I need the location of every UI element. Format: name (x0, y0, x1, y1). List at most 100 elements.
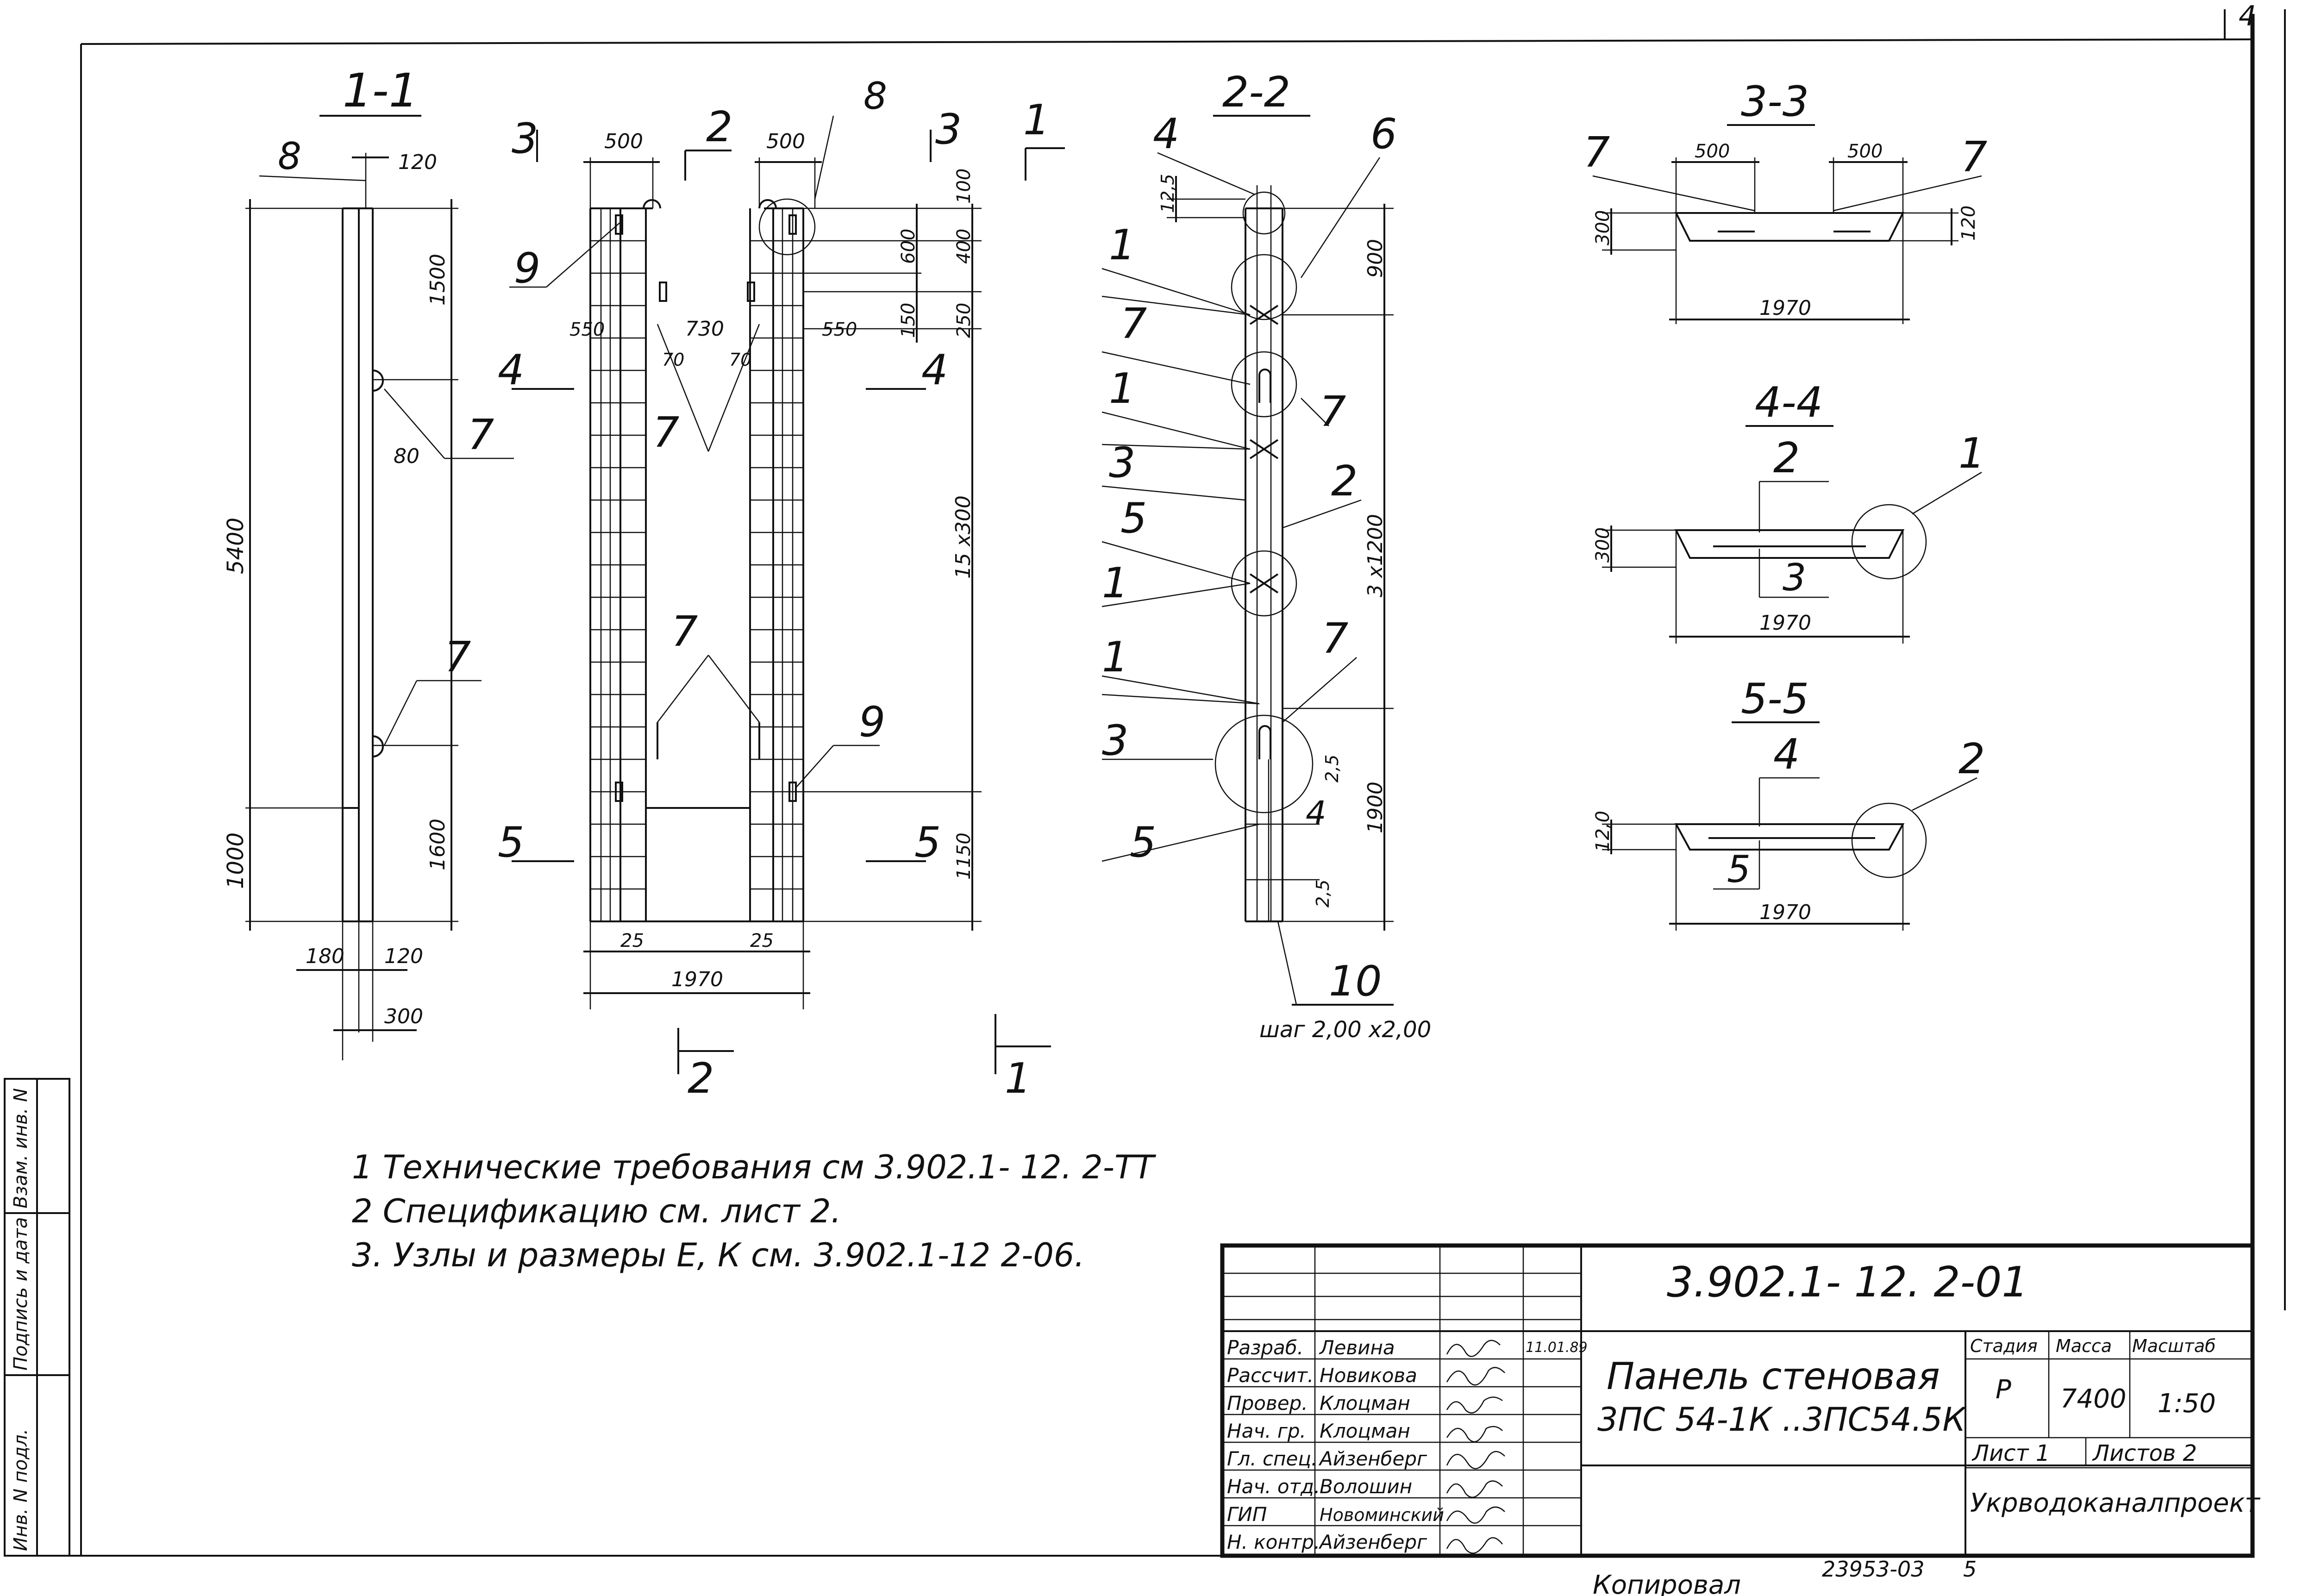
callout-2-55: 2 (1958, 735, 1985, 783)
order-number: 23953-03 (1822, 1557, 1924, 1582)
cut-4-left: 4 (498, 346, 524, 394)
callout-7-33-right: 7 (1961, 133, 1987, 182)
section-label-4-4: 4-4 (1755, 378, 1823, 427)
dim-120-bottom: 120 (384, 945, 423, 968)
side-stamp-sign: Подпись и дата (10, 1217, 31, 1371)
section-label-2-2: 2-2 (1222, 68, 1290, 117)
callout-4-22-b: 4 (1306, 794, 1326, 832)
dim-1970-44: 1970 (1759, 611, 1811, 635)
cut-5-right: 5 (914, 818, 941, 867)
col-scale: Масштаб (2132, 1336, 2216, 1356)
dim-1000: 1000 (223, 832, 249, 889)
role-1: Разраб. (1227, 1336, 1303, 1359)
dim-400: 400 (953, 229, 975, 264)
dim-730: 730 (685, 317, 724, 341)
sheet-frame (19, 9, 2286, 1557)
drawing-title-2: 3ПС 54-1К ..3ПС54.5К (1597, 1401, 1967, 1439)
callout-9-lower: 9 (859, 698, 885, 746)
dim-1970-55: 1970 (1759, 901, 1811, 924)
name-4: Клоцман (1320, 1420, 1410, 1442)
dim-25-right: 25 (750, 930, 774, 951)
title-block: 3.902.1- 12. 2-01 Панель стеновая 3ПС 54… (1220, 1243, 2260, 1558)
cut-1-bottom: 1 (1005, 1054, 1031, 1103)
dim-550-left: 550 (569, 319, 605, 340)
section-label-3-3: 3-3 (1741, 77, 1809, 126)
name-2: Новикова (1320, 1364, 1417, 1387)
dim-500-left: 500 (604, 130, 643, 153)
value-scale: 1:50 (2158, 1389, 2216, 1419)
dim-500-33-left: 500 (1695, 141, 1730, 162)
cut-5-left: 5 (498, 818, 524, 867)
callout-3-22-a: 3 (1109, 438, 1135, 487)
cut-2-top: 2 (706, 103, 732, 151)
callout-10: 10 (1329, 957, 1382, 1006)
callout-1-22-c: 1 (1102, 559, 1128, 607)
callout-8-front: 8 (863, 75, 887, 118)
copied-label: Копировал (1593, 1570, 1741, 1596)
dim-70-left: 70 (662, 350, 684, 370)
callout-7-upper: 7 (468, 411, 494, 459)
dim-100: 100 (953, 169, 975, 204)
note-3: 3. Узлы и размеры Е, К см. 3.902.1-12 2-… (352, 1236, 1085, 1274)
dim-15x300: 15 x300 (951, 495, 975, 579)
callout-4-22: 4 (1153, 110, 1179, 158)
dim-500-right: 500 (766, 130, 805, 153)
name-8: Айзенберг (1318, 1531, 1427, 1553)
callout-5-22-a: 5 (1120, 494, 1147, 543)
drawing-code: 3.902.1- 12. 2-01 (1667, 1258, 2028, 1307)
dim-2-5-upper: 2,5 (1322, 755, 1342, 782)
view-section-5-5: 5-5 4 2 12,0 5 1970 (1592, 675, 1985, 931)
notes: 1 Технические требования см 3.902.1- 12.… (352, 1148, 1157, 1274)
cut-4-right: 4 (921, 346, 948, 394)
dim-3x1200: 3 x1200 (1364, 514, 1387, 597)
name-1: Левина (1319, 1336, 1395, 1359)
dim-300-44: 300 (1592, 527, 1614, 563)
name-3: Клоцман (1320, 1392, 1410, 1414)
dim-180: 180 (306, 945, 344, 968)
callout-8-left: 8 (278, 135, 301, 178)
role-5: Гл. спец. (1227, 1447, 1317, 1470)
col-stage: Стадия (1970, 1336, 2038, 1356)
role-3: Провер. (1227, 1392, 1308, 1414)
sheet-number: 4 (2239, 0, 2256, 32)
cut-1-top: 1 (1023, 96, 1050, 144)
callout-7-lower: 7 (444, 633, 471, 682)
role-7: ГИП (1227, 1503, 1267, 1526)
callout-6-22: 6 (1370, 110, 1397, 158)
dim-12-5: 12,5 (1158, 174, 1178, 213)
callout-1-22-b: 1 (1109, 364, 1135, 413)
callout-9-upper: 9 (514, 244, 540, 293)
dim-120-top: 120 (398, 150, 437, 174)
side-stamp-replace: Взам. инв. N (10, 1088, 31, 1208)
pitch-label: шаг 2,00 x2,00 (1259, 1017, 1431, 1043)
dim-1150: 1150 (953, 832, 975, 880)
value-stage: Р (1996, 1375, 2011, 1405)
callout-1-22-d: 1 (1102, 633, 1128, 682)
drawing-title-1: Панель стеновая (1607, 1355, 1940, 1398)
callout-7-front-upper: 7 (653, 408, 679, 457)
col-mass: Масса (2056, 1336, 2112, 1356)
cut-3-right: 3 (935, 105, 962, 154)
callout-1-22-a: 1 (1109, 221, 1135, 269)
role-8: Н. контр. (1227, 1531, 1320, 1553)
callout-5-22-b: 5 (1130, 818, 1156, 867)
dim-5400: 5400 (223, 518, 249, 574)
dim-500-33-right: 500 (1847, 141, 1883, 162)
format-number: 5 (1963, 1557, 1977, 1582)
callout-7-33-left: 7 (1583, 128, 1610, 177)
dim-1600: 1600 (426, 819, 450, 870)
callout-3-22-b: 3 (1102, 716, 1128, 765)
dim-600: 600 (898, 229, 919, 264)
callout-7-22-b: 7 (1320, 388, 1346, 436)
sheet-no: Лист 1 (1971, 1440, 2050, 1466)
dim-1500: 1500 (426, 254, 450, 306)
section-label-5-5: 5-5 (1741, 675, 1809, 723)
callout-5-55: 5 (1727, 848, 1751, 891)
dim-150: 150 (898, 303, 919, 338)
dim-120-33: 120 (1958, 206, 1979, 241)
callout-7-22-a: 7 (1120, 300, 1147, 348)
dim-550-right: 550 (822, 319, 857, 340)
dim-2-5-lower: 2,5 (1313, 880, 1333, 908)
name-6: Волошин (1320, 1475, 1412, 1498)
